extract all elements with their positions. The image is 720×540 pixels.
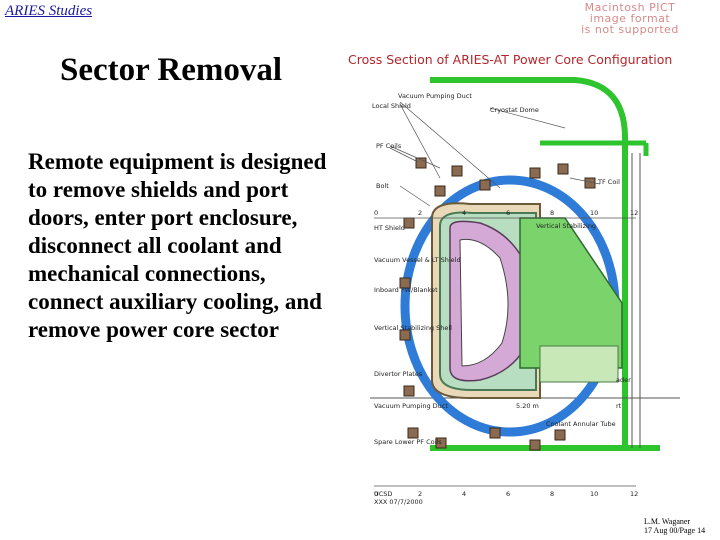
author-credit: L.M. Waganer 17 Aug 00/Page 14 <box>644 517 705 535</box>
top-tick-label: 8 <box>550 209 554 217</box>
page-reference: 17 Aug 00/Page 14 <box>644 526 706 535</box>
bottom-tick-label: 6 <box>506 490 510 498</box>
label-vertical-stabilizing: Vertical Stabilizing <box>536 222 596 230</box>
label-divertor-plates: Divertor Plates <box>374 370 423 378</box>
plasma-region <box>459 238 509 367</box>
pict-notice-line: image format <box>589 12 671 25</box>
pict-unsupported-notice: Macintosh PICT image format is not suppo… <box>560 2 700 35</box>
port-extension <box>539 345 619 383</box>
label-coolant-annular-tube: Coolant Annular Tube <box>546 420 616 428</box>
label-vacuum-vessel: Vacuum Vessel & LT Shield <box>374 256 461 264</box>
label-inboard-fw-blanket: Inboard FW/Blanket <box>374 286 438 294</box>
bottom-tick-label: 0 <box>374 490 378 498</box>
bottom-tick-label: 10 <box>590 490 598 498</box>
power-core-cross-section: 0 2 4 6 8 10 12 0 2 4 6 8 10 12 Vacuum P… <box>370 77 680 506</box>
bottom-tick-label: 4 <box>462 490 466 498</box>
label-cryostat-dome: Cryostat Dome <box>490 106 539 114</box>
label-leader-lines <box>389 101 601 207</box>
slide-body-text: Remote equipment is designed to remove s… <box>28 149 327 342</box>
top-tick-label: 10 <box>590 209 598 217</box>
label-local-shield: Local Shield <box>372 102 411 110</box>
top-tick-label: 0 <box>374 209 378 217</box>
pf-coil-boxes <box>399 157 596 451</box>
diagram-title: Cross Section of ARIES-AT Power Core Con… <box>348 52 673 67</box>
label-date: XXX 07/7/2000 <box>374 498 423 506</box>
top-tick-label: 2 <box>418 209 422 217</box>
top-tick-label: 6 <box>506 209 510 217</box>
label-pf-coils: PF Coils <box>376 142 402 150</box>
label-ht-shield: HT Shield <box>374 224 405 232</box>
label-vacuum-pumping-duct-top: Vacuum Pumping Duct <box>398 92 472 100</box>
label-vertical-stabilizing-shell: Vertical Stabilizing Shell <box>374 324 452 332</box>
label-bolt: Bolt <box>376 182 389 190</box>
bottom-tick-label: 8 <box>550 490 554 498</box>
dimension-label: 5.20 m <box>516 402 539 410</box>
label-port-partial: rt <box>616 402 622 410</box>
pict-notice-line: Macintosh PICT <box>584 1 676 14</box>
aries-studies-link[interactable]: ARIES Studies <box>5 3 93 19</box>
top-tick-label: 4 <box>462 209 466 217</box>
label-spare-lower-pf-coils: Spare Lower PF Coils <box>374 438 442 446</box>
label-tf-coil: TF Coil <box>597 178 620 186</box>
author-name: L.M. Waganer <box>644 517 691 526</box>
slide-title: Sector Removal <box>60 52 283 88</box>
top-tick-label: 12 <box>630 209 638 217</box>
bottom-tick-label: 12 <box>630 490 638 498</box>
cryostat-outline <box>430 77 628 451</box>
label-header: ader <box>616 376 631 384</box>
label-ucsd: UCSD <box>374 490 392 498</box>
pict-notice-line: is not supported <box>581 23 679 36</box>
label-vacuum-pumping-duct-bottom: Vacuum Pumping Duct <box>374 402 448 410</box>
bottom-tick-label: 2 <box>418 490 422 498</box>
